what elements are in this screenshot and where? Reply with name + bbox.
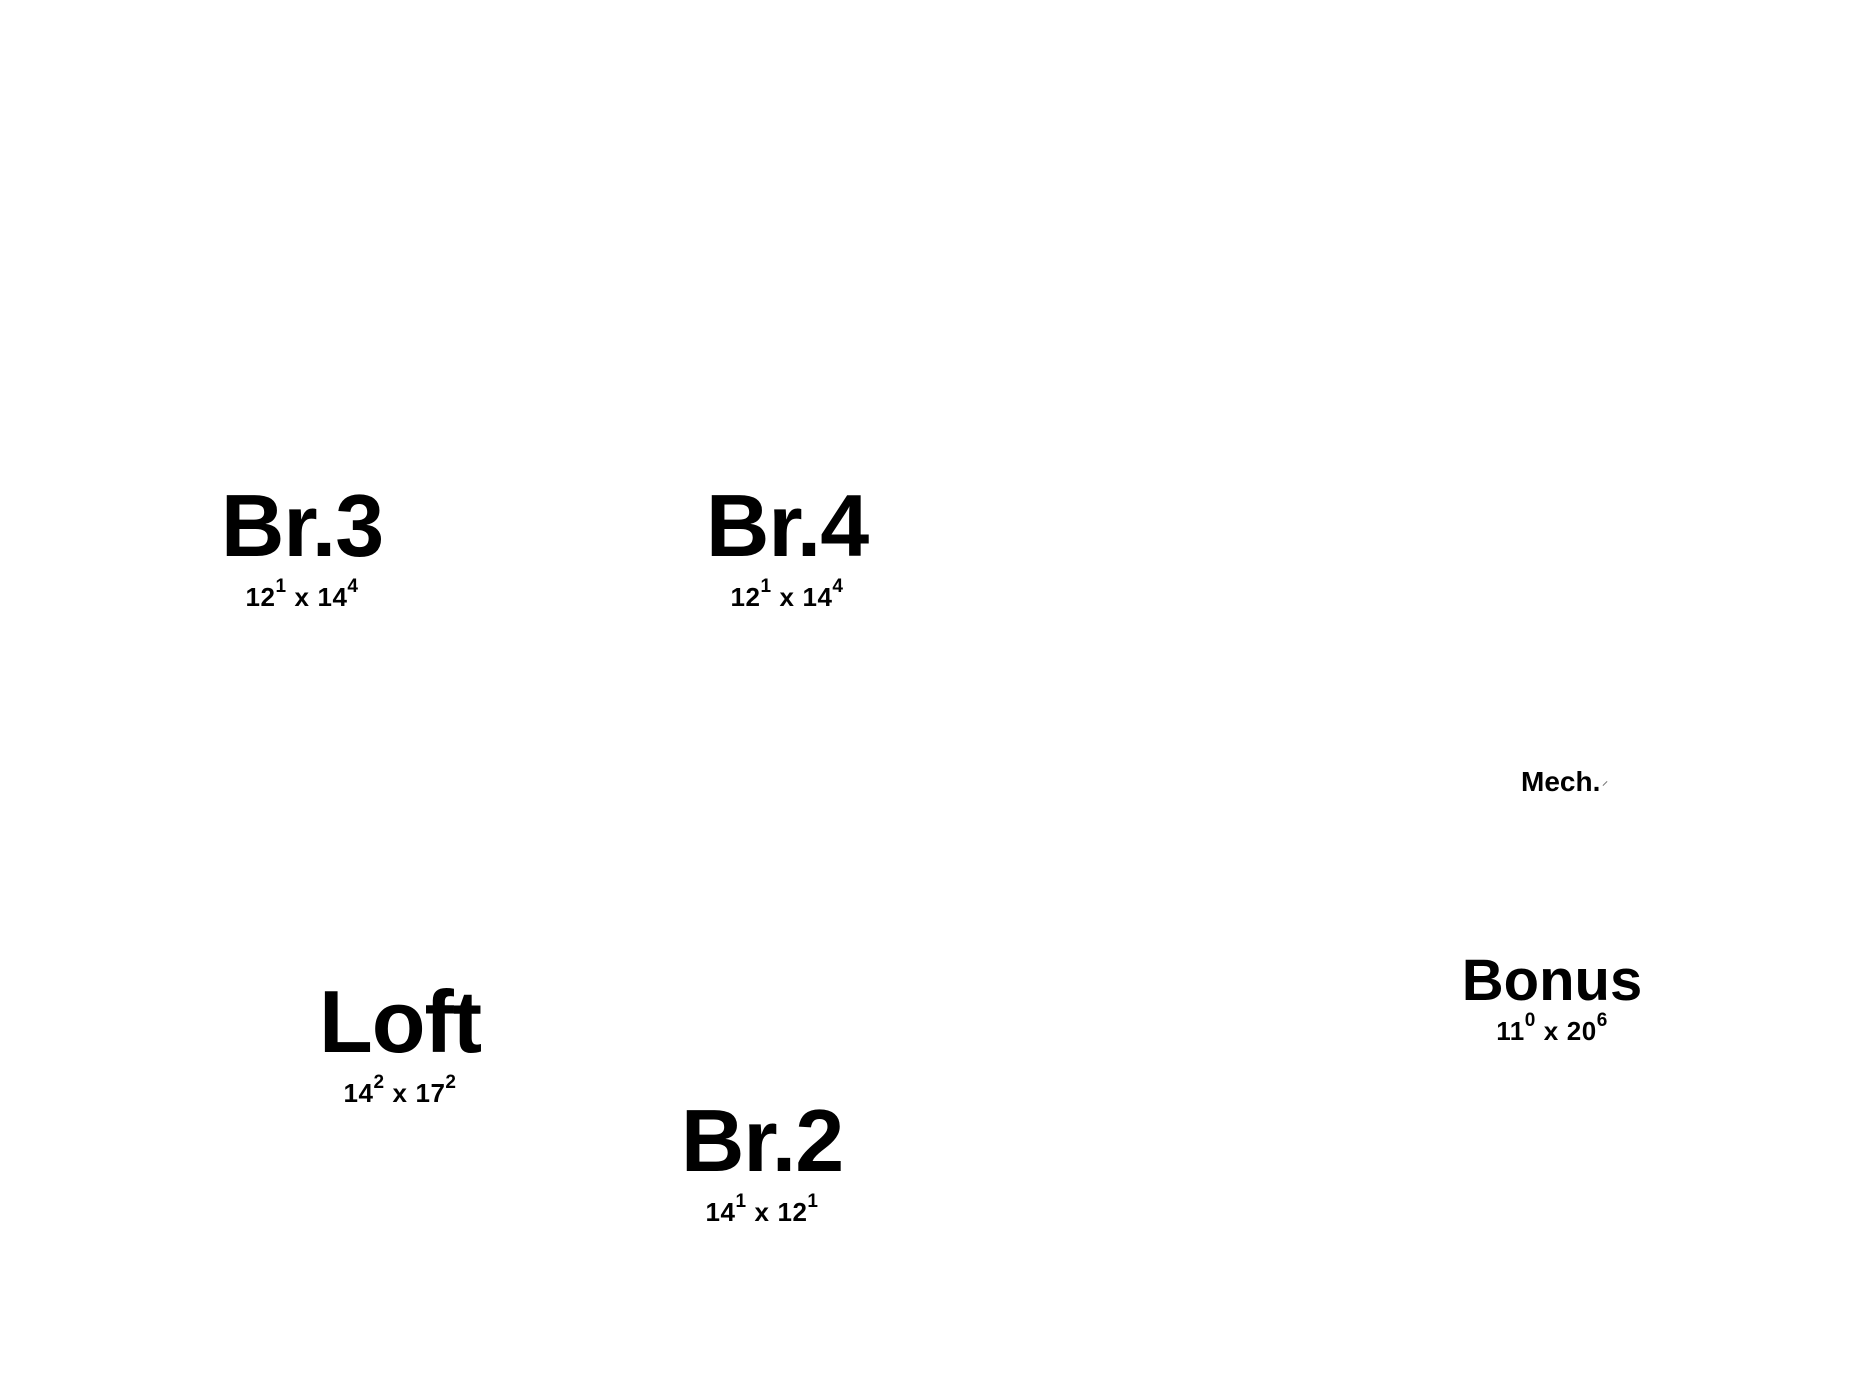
room-name: Br.3 [220,476,384,575]
dim-separator: x [779,582,795,612]
dim-width-inches: 0 [1524,1010,1536,1032]
dim-length-feet: 14 [802,582,833,612]
dim-length-feet: 17 [415,1078,446,1108]
dim-separator: x [294,582,310,612]
dim-length-inches: 4 [832,576,844,598]
dim-length-feet: 20 [1566,1016,1597,1046]
dim-length-inches: 2 [445,1072,457,1094]
room-name-text: Mech. [1521,766,1601,797]
dim-width-inches: 1 [275,576,287,598]
dim-length-feet: 12 [777,1197,808,1227]
dim-length-inches: 6 [1596,1010,1608,1032]
dim-width-inches: 1 [760,576,772,598]
room-name: Br.4 [705,476,869,575]
dim-width-inches: 2 [373,1072,385,1094]
dim-separator: x [392,1078,408,1108]
room-name: Bonus [1461,948,1643,1013]
dim-width-feet: 11 [1496,1016,1525,1046]
dim-length-inches: 4 [347,576,359,598]
dim-length-inches: 1 [807,1191,819,1213]
room-label-mech: Mech. [1521,768,1608,796]
dim-length-feet: 14 [317,582,348,612]
dim-width-inches: 1 [735,1191,747,1213]
room-name: Mech. [1521,768,1608,796]
dim-width-feet: 12 [730,582,761,612]
room-name: Loft [318,972,482,1071]
tick-mark [1602,781,1608,787]
dim-width-feet: 14 [705,1197,736,1227]
dim-separator: x [754,1197,770,1227]
room-name: Br.2 [680,1091,844,1190]
dim-width-feet: 14 [343,1078,374,1108]
dim-width-feet: 12 [245,582,276,612]
dim-separator: x [1543,1016,1559,1046]
